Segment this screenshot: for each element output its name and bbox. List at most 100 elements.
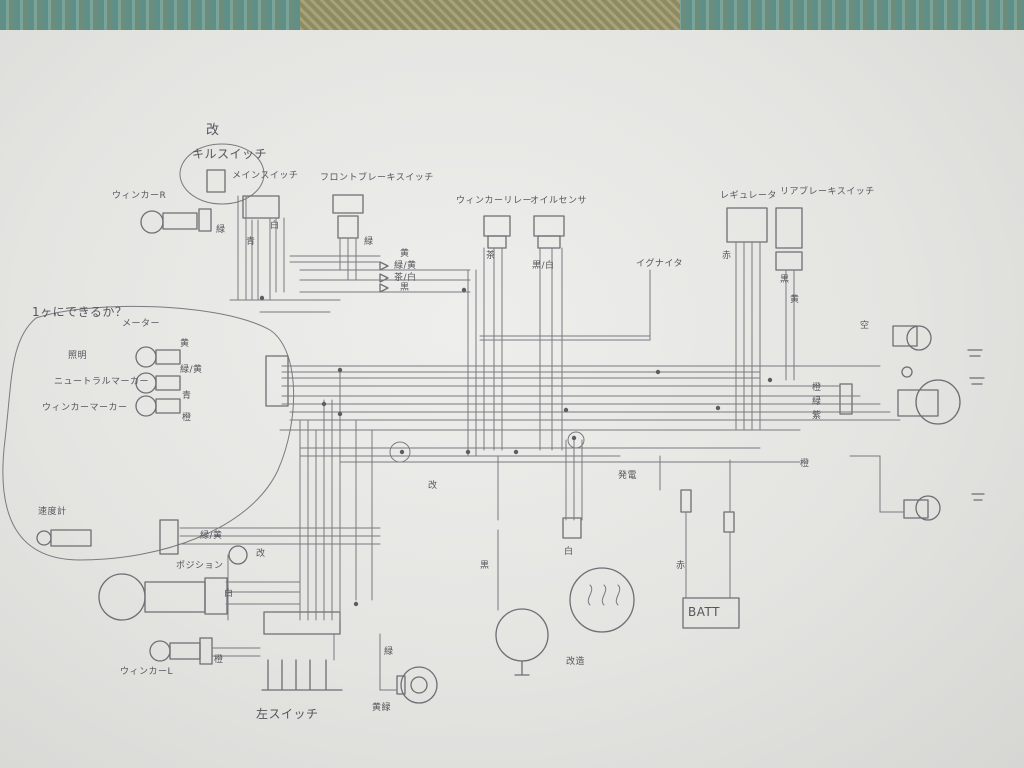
label-main-switch: メインスイッチ	[232, 171, 299, 181]
label-position: ポジション	[176, 561, 224, 571]
front-brake-connectors	[379, 261, 389, 293]
label-rear-brake-switch: リアブレーキスイッチ	[780, 187, 875, 197]
tail-bulb-top	[906, 325, 932, 351]
wire-label: 黒/白	[532, 261, 555, 271]
rear-winker-bulb	[915, 495, 941, 521]
label-kai-center: 改	[428, 481, 438, 491]
harness-vertical	[227, 195, 795, 691]
headlight-connector	[204, 577, 228, 615]
regulator-box	[726, 207, 768, 243]
wire-label: 黒	[780, 275, 790, 285]
speedometer-bulb	[36, 530, 52, 546]
front-brake-switch-body	[337, 215, 359, 239]
horn-outer	[400, 666, 438, 704]
wire-label: 赤	[722, 251, 732, 261]
wire-label: 橙	[812, 383, 822, 393]
horn-mount	[396, 675, 406, 695]
label-speedometer: 速度計	[38, 507, 67, 517]
label-generator: 発電	[618, 471, 638, 481]
wire-label: 橙	[800, 459, 810, 469]
wire-label: 茶/白	[394, 273, 417, 283]
label-kai-mid: 改	[256, 549, 266, 559]
kill-switch-outline	[179, 143, 265, 205]
meter-connector	[265, 355, 289, 407]
plate-bulb	[901, 366, 913, 378]
wire-label: 青	[246, 237, 256, 247]
ground-symbols	[967, 349, 985, 501]
illumination-bulb	[135, 346, 157, 368]
winker-r-connector	[198, 208, 212, 232]
ignition-ground	[514, 660, 530, 676]
label-winker-r: ウィンカーR	[112, 191, 167, 201]
wire-label: 白	[270, 221, 280, 231]
harness-horizontal	[179, 255, 905, 657]
wire-label: 橙	[182, 413, 192, 423]
generator-coils	[587, 584, 621, 606]
label-question: 1ヶにできるか？	[32, 305, 128, 319]
battery-box	[682, 597, 740, 629]
wire-label: 緑/黄	[200, 531, 223, 541]
left-switch-box	[263, 611, 341, 635]
speedometer-connector	[159, 519, 179, 555]
junction-dots	[259, 287, 773, 607]
wire-label: 黄	[790, 295, 800, 305]
label-left-switch: 左スイッチ	[256, 707, 319, 721]
wire-label: 緑/黄	[180, 365, 203, 375]
wire-label: 白	[224, 589, 234, 599]
main-switch-box	[242, 195, 280, 219]
wire-label: 黒	[480, 561, 490, 571]
wire-label: 橙	[214, 655, 224, 665]
wire-label: 緑/黄	[394, 261, 417, 271]
wire-label: 緑	[384, 647, 394, 657]
label-kai-top: 改	[206, 123, 220, 138]
wire-label: 青	[182, 391, 192, 401]
tail-bulb-top-socket	[892, 325, 918, 347]
wire-label: 黄	[400, 249, 410, 259]
oil-sensor-box	[533, 215, 565, 237]
wire-label: 黒	[400, 283, 410, 293]
label-oil-sensor: オイルセンサ	[530, 196, 588, 206]
winker-marker-socket	[155, 398, 181, 414]
tail-lamp	[915, 379, 961, 425]
wire-label: 緑	[812, 397, 822, 407]
battery-fuse	[680, 489, 692, 513]
label-battery: BATT	[688, 605, 720, 619]
rear-brake-switch-box	[775, 207, 803, 249]
label-winker-relay: ウィンカーリレー	[456, 196, 533, 206]
winker-l-connector	[199, 637, 213, 665]
front-brake-switch-box	[332, 194, 364, 214]
label-kai-bottom: 改造	[566, 657, 586, 667]
wire-label: 赤	[676, 561, 686, 571]
tail-connector	[839, 383, 853, 415]
winker-relay-base	[487, 235, 507, 249]
winker-l-bulb	[149, 640, 171, 662]
label-illumination: 照明	[68, 351, 88, 361]
position-bulb	[228, 545, 248, 565]
ignition-coil	[495, 608, 549, 662]
winker-r-bulb	[140, 210, 164, 234]
label-ignition: イグナイタ	[636, 259, 683, 269]
generator	[569, 567, 635, 633]
wire-label: 白	[564, 547, 574, 557]
wire-label: 緑	[216, 225, 226, 235]
generator-connector	[562, 517, 582, 539]
neutral-socket	[155, 375, 181, 391]
rear-brake-switch-base	[775, 251, 803, 271]
oil-sensor-base	[537, 235, 561, 249]
winker-relay-box	[483, 215, 511, 237]
label-kill-switch: キルスイッチ	[192, 147, 268, 161]
label-regulator: レギュレータ	[720, 191, 777, 201]
winker-r-housing	[162, 212, 198, 230]
winker-l-housing	[169, 642, 201, 660]
label-meter: メーター	[122, 319, 161, 329]
meter-outline	[2, 305, 295, 561]
wire-label: 紫	[812, 411, 822, 421]
headlight-housing	[144, 581, 206, 613]
wire-label: 黄	[180, 339, 190, 349]
winker-marker-bulb	[135, 395, 157, 417]
horn-inner	[410, 676, 428, 694]
label-winker-l: ウィンカーL	[120, 667, 174, 677]
label-front-brake-switch: フロントブレーキスイッチ	[320, 173, 434, 183]
label-winker-marker: ウィンカーマーカー	[42, 403, 128, 413]
